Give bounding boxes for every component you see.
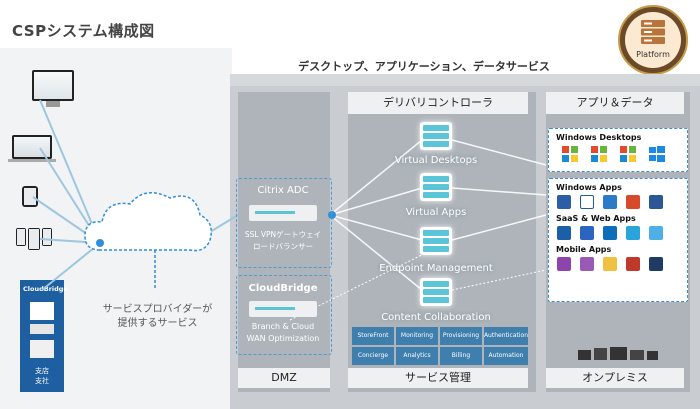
delivery-controller-header: デリバリコントローラ [348,92,528,114]
svc-automation: Automation [483,347,528,365]
mail-app-icon [557,257,571,271]
cloudbridge-caption-2: WAN Optimization [246,334,320,343]
svc-concierge: Concierge [352,347,394,365]
line-adc-apps [329,187,423,216]
windows-desktops-box: Windows Desktops [548,128,688,172]
svc-storefront: StoreFront [352,327,394,345]
outlook-icon [557,195,571,209]
branch-office-box: CloudBridge 支店 支社 [20,280,68,392]
svc-monitoring: Monitoring [395,327,438,345]
line-desktop [39,99,101,244]
workstation-icon [30,340,54,358]
dmz-column [238,92,330,392]
butterfly-icon [580,257,594,271]
server-icon [30,324,54,334]
salesforce-icon [649,226,663,240]
line-endpoint-apps [451,214,547,241]
line-adc-desktops [329,139,423,216]
platform-banner [230,74,700,88]
endpoint-management-server-icon [420,227,452,255]
adc-appliance-icon [249,205,317,221]
on-premises-footer: オンプレミス [546,368,684,388]
sync-icon [626,226,640,240]
cloudbridge-appliance-icon [249,301,317,317]
cloud-caption-2: 提供するサービス [117,318,198,329]
windows-desktops-title: Windows Desktops [556,133,642,142]
svc-provisioning: Provisioning [439,327,482,345]
virtual-apps-label: Virtual Apps [405,207,467,218]
smartphones-icon [16,228,52,250]
banner-label: デスクトップ、アプリケーション、データサービス [298,60,550,73]
adc-caption-1: SSL VPNゲートウェイ [244,230,322,239]
line-cloud-adc [209,214,239,233]
platform-badge: Platform [618,5,688,75]
branch-logo: CloudBridge [23,285,68,293]
word-icon [649,195,663,209]
windows-7-icon [620,146,636,162]
line-adc-content [329,214,423,291]
branch-label-2: 支社 [35,377,49,385]
windows-apps-title: Windows Apps [556,183,622,192]
line-apps-apps [451,187,547,196]
cloudbridge-box: CloudBridge Branch & Cloud WAN Optimizat… [236,275,332,355]
windows-xp-icon [562,146,578,162]
tablet-icon [22,186,38,207]
cloudbridge-title: CloudBridge [248,283,318,294]
svc-analytics: Analytics [395,347,438,365]
adc-node-dot [328,211,336,219]
news-icon [626,257,640,271]
office-icon [626,195,640,209]
cloud-icon [84,192,212,252]
onprem-devices-icon [578,346,658,360]
adc-caption-2: ロードバランサー [253,242,313,251]
svc-authentication: Authentication [483,327,528,345]
content-collaboration-server-icon [420,278,452,306]
server-stack-icon [641,20,665,44]
appliance-icon [30,302,54,320]
yammer-icon [603,226,617,240]
endpoint-management-label: Endpoint Management [379,263,493,274]
virtual-desktops-label: Virtual Desktops [394,155,478,166]
line-adc-endpoint [329,214,423,241]
windows-10-icon [649,146,665,162]
svc-billing: Billing [439,347,482,365]
windows-vista-icon [591,146,607,162]
service-management-grid: StoreFront Monitoring Provisioning Authe… [352,327,528,365]
line-desktops-apps [451,139,547,166]
branch-label-1: 支店 [35,367,49,375]
skype-icon [580,226,594,240]
content-collaboration-label: Content Collaboration [381,312,491,323]
gotomeeting-icon [557,226,571,240]
page-title: CSPシステム構成図 [12,22,155,40]
apps-box: Windows Apps SaaS & Web Apps Mobile Apps [548,178,688,302]
apps-data-header: アプリ＆データ [546,92,684,114]
virtual-apps-server-icon [420,173,452,201]
line-content-apps [451,269,547,291]
cloudbridge-caption-1: Branch & Cloud [251,322,315,331]
mobile-apps-title: Mobile Apps [556,245,612,254]
azure-icon [580,195,594,209]
dmz-footer: DMZ [238,368,330,388]
service-management-footer: サービス管理 [348,368,528,388]
desktop-monitor-icon [32,70,74,107]
platform-label: Platform [636,50,670,59]
citrix-adc-title: Citrix ADC [257,185,309,196]
virtual-desktops-server-icon [420,122,452,150]
excel-mobile-icon [603,257,617,271]
sharepoint-icon [603,195,617,209]
cloud-caption-1: サービスプロバイダーが [102,304,213,315]
citrix-adc-box: Citrix ADC SSL VPNゲートウェイ ロードバランサー [236,178,332,268]
mobile-app-icon [649,257,663,271]
cloud-node-dot [96,239,104,247]
line-branch [41,242,101,291]
saas-web-title: SaaS & Web Apps [556,214,636,223]
